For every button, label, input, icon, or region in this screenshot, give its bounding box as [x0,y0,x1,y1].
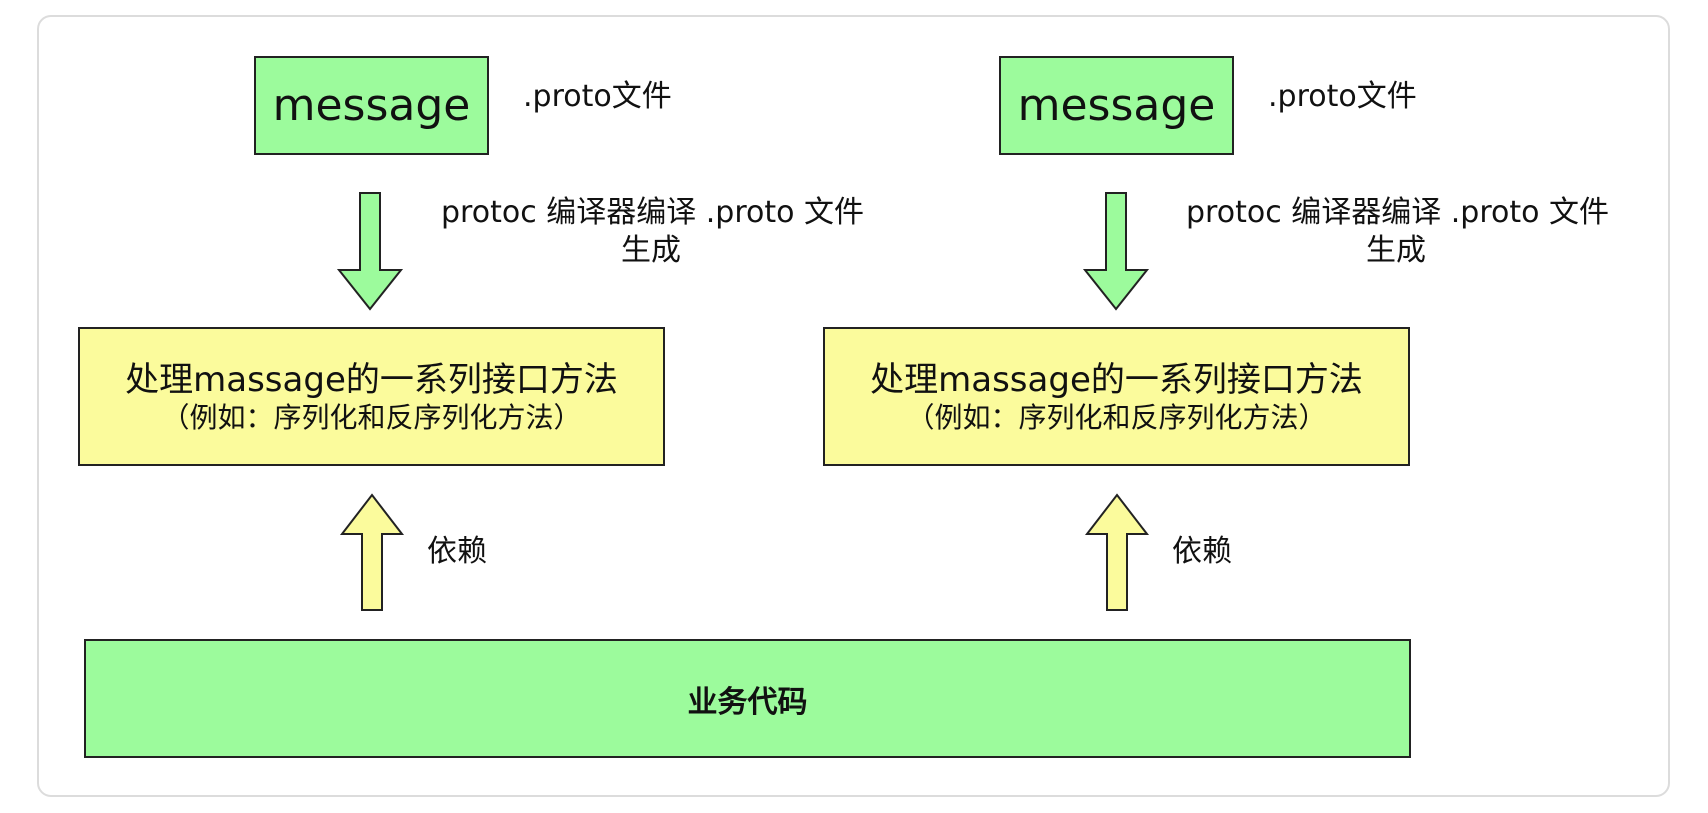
right-compile-line2: 生成 [1366,233,1426,268]
left-message-label: message [272,80,471,131]
right-message-label: message [1017,80,1216,131]
left-down-arrow [336,192,404,311]
right-proto-file-label: .proto文件 [1268,79,1417,114]
left-compile-line2: 生成 [621,233,681,268]
right-interface-box: 处理massage的一系列接口方法 （例如：序列化和反序列化方法） [823,327,1410,466]
right-interface-subtitle: （例如：序列化和反序列化方法） [906,400,1327,434]
right-message-box: message [999,56,1234,155]
left-compile-label: protoc 编译器编译 .proto 文件 生成 [441,194,865,270]
left-proto-file-label: .proto文件 [523,79,672,114]
right-up-arrow [1084,493,1150,611]
business-code-box: 业务代码 [84,639,1411,758]
right-depend-label: 依赖 [1172,534,1232,569]
left-up-arrow [339,493,405,611]
right-compile-label: protoc 编译器编译 .proto 文件 生成 [1186,194,1610,270]
right-down-arrow [1082,192,1150,311]
business-code-label: 业务代码 [687,684,808,720]
right-compile-line1: protoc 编译器编译 .proto 文件 [1186,195,1610,230]
left-interface-subtitle: （例如：序列化和反序列化方法） [161,400,582,434]
left-depend-label: 依赖 [427,534,487,569]
left-compile-line1: protoc 编译器编译 .proto 文件 [441,195,865,230]
left-message-box: message [254,56,489,155]
left-interface-box: 处理massage的一系列接口方法 （例如：序列化和反序列化方法） [78,327,665,466]
left-interface-title: 处理massage的一系列接口方法 [125,359,618,400]
right-interface-title: 处理massage的一系列接口方法 [870,359,1363,400]
